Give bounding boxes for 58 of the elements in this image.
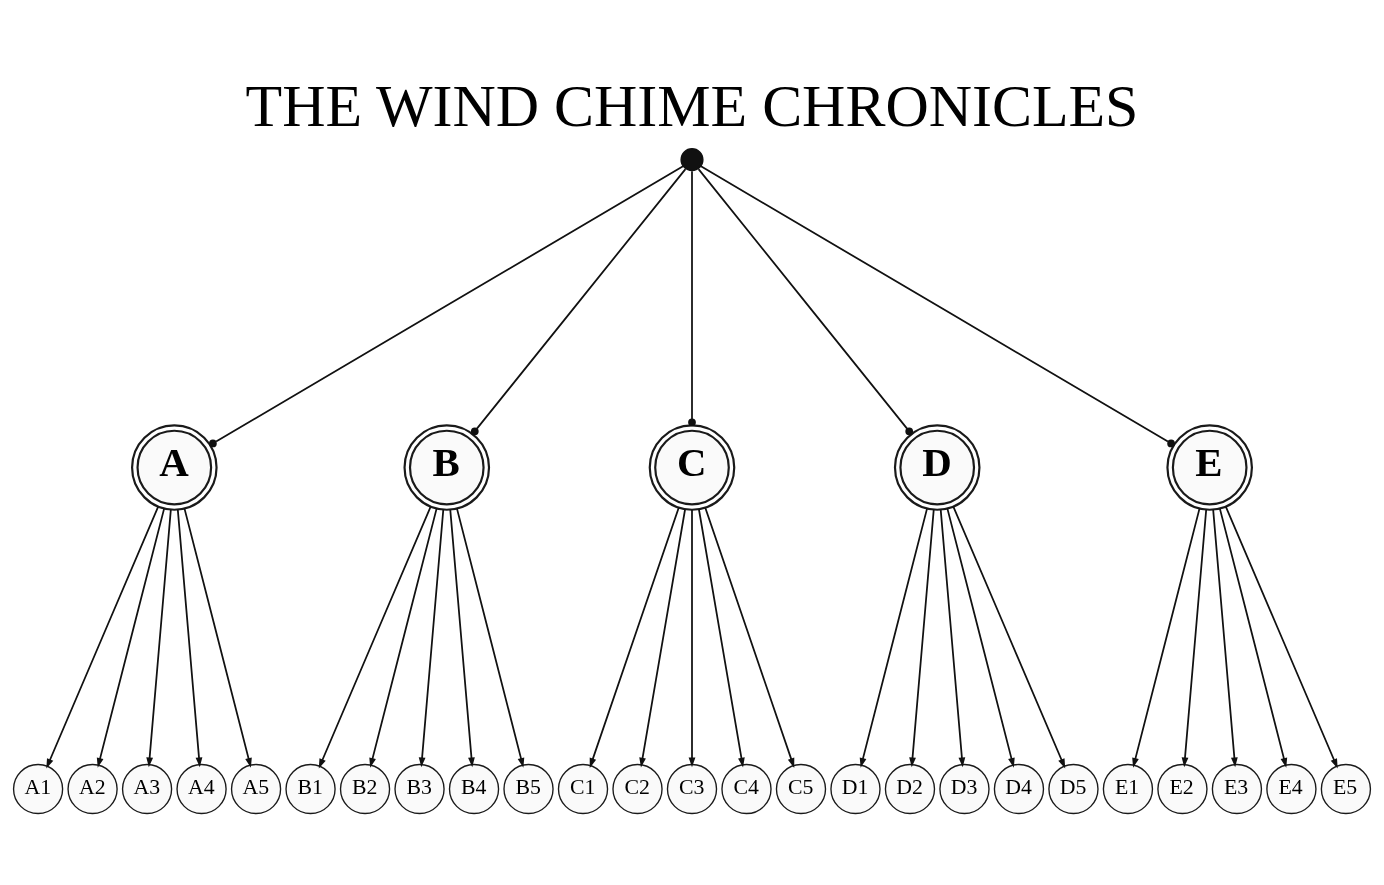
- arrow: [318, 505, 432, 768]
- arrow: [939, 508, 966, 767]
- node-circle: A5: [230, 763, 282, 814]
- arrow: [698, 507, 745, 767]
- arrow: [1212, 508, 1238, 767]
- arrow: [449, 508, 475, 767]
- node-circle: C4: [721, 763, 772, 814]
- node-circle: D3: [939, 763, 990, 814]
- arrow: [46, 505, 160, 768]
- arrow: [1132, 507, 1201, 768]
- arrow: [146, 508, 172, 767]
- node-circle: D5: [1048, 763, 1099, 814]
- node-circle: E4: [1266, 763, 1317, 814]
- node-circle: B2: [339, 763, 391, 814]
- node-circle: E3: [1211, 763, 1263, 814]
- node-circle: C2: [612, 763, 663, 814]
- connector: [209, 164, 684, 447]
- node-circle: E1: [1102, 763, 1154, 814]
- arrow: [688, 508, 696, 767]
- connector: [697, 167, 914, 435]
- arrow: [952, 505, 1066, 768]
- connector: [470, 167, 687, 435]
- arrow: [589, 506, 680, 768]
- node-circle: [680, 147, 704, 171]
- node-circle: C: [648, 423, 736, 511]
- connector: [700, 164, 1175, 447]
- arrow: [909, 508, 935, 767]
- arrow: [1219, 507, 1288, 768]
- node-circle: B4: [448, 763, 500, 814]
- node-circle: D1: [830, 763, 881, 814]
- arrow: [1181, 508, 1208, 767]
- node-circle: D4: [993, 763, 1045, 814]
- arrow: [418, 508, 445, 767]
- arrow: [1224, 505, 1338, 768]
- arrow: [859, 507, 928, 768]
- arrow: [639, 507, 686, 767]
- arrow: [176, 508, 203, 767]
- node-circle: C1: [557, 763, 609, 814]
- connector: [688, 169, 696, 426]
- arrow: [96, 507, 165, 768]
- node-circle: A4: [176, 763, 227, 814]
- arrow: [183, 507, 252, 768]
- node-circle: D2: [884, 763, 936, 814]
- diagram-title: THE WIND CHIME CHRONICLES: [245, 72, 1139, 139]
- node-circle: E2: [1157, 763, 1208, 814]
- arrow: [456, 507, 525, 768]
- arrow: [704, 506, 795, 768]
- node-circle: C5: [775, 763, 827, 814]
- node-circle: A1: [12, 763, 64, 814]
- node-circle: B5: [503, 763, 554, 814]
- arrow: [369, 507, 438, 768]
- node-circle: C3: [666, 763, 718, 814]
- arrow: [946, 507, 1015, 768]
- node-circle: B3: [394, 763, 445, 814]
- node-circle: A3: [121, 763, 173, 814]
- node-circle: A2: [67, 763, 118, 814]
- node-circle: E5: [1320, 763, 1372, 814]
- node-circle: B1: [285, 763, 336, 814]
